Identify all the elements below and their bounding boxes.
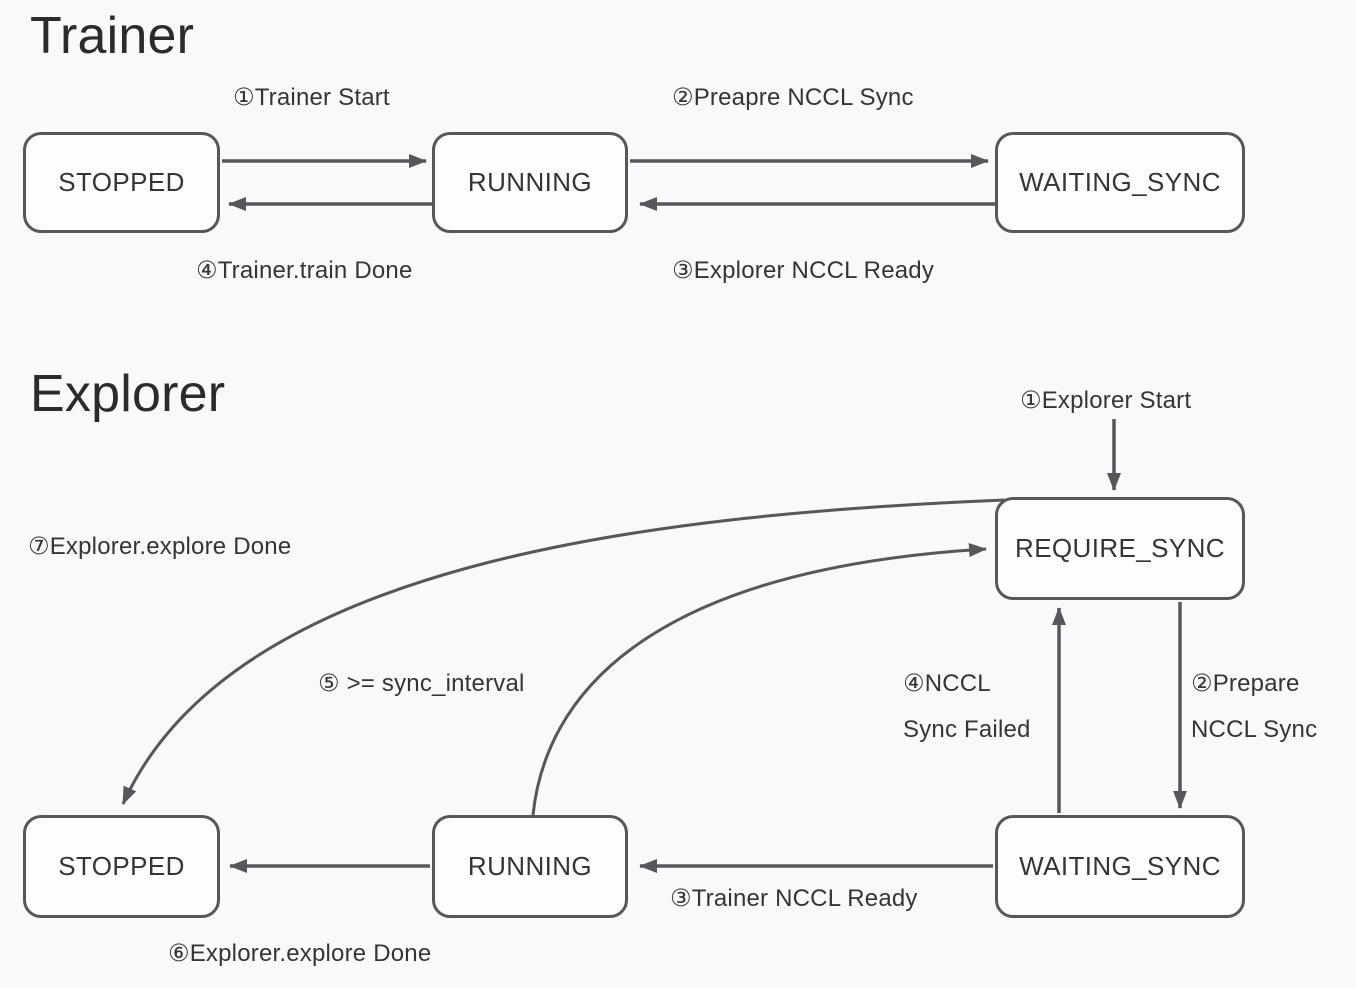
explorer-label-trainer-nccl-ready: ③Trainer NCCL Ready	[670, 885, 918, 912]
trainer-state-stopped-label: STOPPED	[58, 167, 185, 197]
explorer-label-start: ①Explorer Start	[1020, 387, 1192, 414]
explorer-state-stopped-label: STOPPED	[58, 851, 185, 881]
explorer-label-sync-failed-line2: Sync Failed	[903, 716, 1031, 743]
explorer-label-prepare-line1: ②Prepare	[1191, 670, 1300, 697]
explorer-state-require-sync-label: REQUIRE_SYNC	[1015, 533, 1225, 563]
explorer-state-stopped: STOPPED	[23, 815, 220, 918]
explorer-state-running-label: RUNNING	[467, 851, 593, 881]
trainer-state-waiting-sync-label: WAITING_SYNC	[1019, 167, 1221, 197]
explorer-state-waiting-sync: WAITING_SYNC	[995, 815, 1245, 918]
explorer-section-title: Explorer	[30, 365, 226, 423]
trainer-state-running: RUNNING	[432, 132, 628, 233]
trainer-state-waiting-sync: WAITING_SYNC	[995, 132, 1245, 233]
trainer-section-title: Trainer	[30, 7, 195, 65]
explorer-label-explore-done-6: ⑥Explorer.explore Done	[168, 940, 432, 967]
explorer-label-sync-interval: ⑤ >= sync_interval	[318, 670, 525, 697]
explorer-state-require-sync: REQUIRE_SYNC	[995, 497, 1245, 600]
explorer-label-sync-failed-line1: ④NCCL	[903, 670, 991, 697]
explorer-label-prepare-line2: NCCL Sync	[1191, 716, 1318, 743]
trainer-state-stopped: STOPPED	[23, 132, 220, 233]
trainer-label-start: ①Trainer Start	[233, 84, 390, 111]
trainer-label-train-done: ④Trainer.train Done	[196, 257, 413, 284]
trainer-state-running-label: RUNNING	[467, 167, 593, 197]
explorer-state-waiting-sync-label: WAITING_SYNC	[1019, 851, 1221, 881]
trainer-label-prepare-nccl-sync: ②Preapre NCCL Sync	[672, 84, 914, 111]
explorer-label-explore-done-7: ⑦Explorer.explore Done	[28, 533, 292, 560]
explorer-state-running: RUNNING	[432, 815, 628, 918]
trainer-label-explorer-nccl-ready: ③Explorer NCCL Ready	[672, 257, 935, 284]
